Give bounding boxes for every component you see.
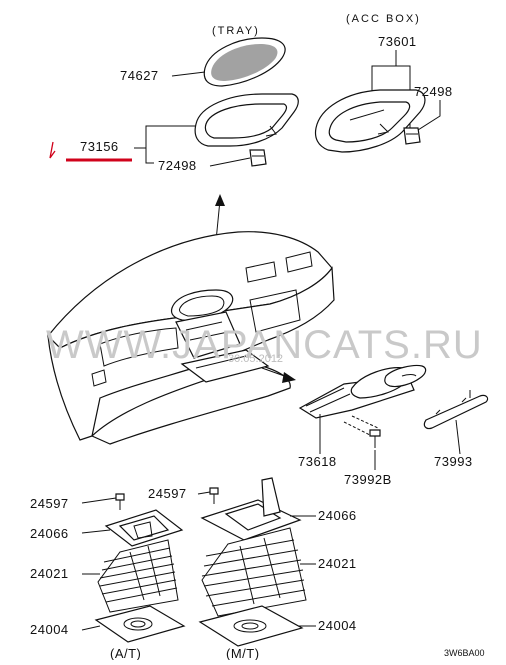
label-24066-left: 24066 [30,526,69,541]
leader-24004-left [81,625,101,631]
watermark-site: WWW.JAPANCATS.RU [46,323,483,367]
leader-73993 [455,419,461,455]
diagram-code: 3W6BA00 [444,648,485,658]
leader-73156-frame [134,125,196,149]
screw-73992b [343,415,381,448]
watermark-date: 30.05.2012 [228,353,283,365]
label-24597-left: 24597 [30,496,69,511]
leader-73601-a [371,50,397,92]
caption-mt: (M/T) [226,646,260,660]
highlight-mark [49,141,56,159]
leader-24597-left [81,497,117,504]
label-24021-right: 24021 [318,556,357,571]
label-24066-right: 24066 [318,508,357,523]
label-24004-right: 24004 [318,618,357,633]
caption-acc-box: (ACC BOX) [346,13,421,25]
label-24004-left: 24004 [30,622,69,637]
caption-tray: (TRAY) [212,25,260,37]
arrow-head-up [215,194,225,206]
label-73156: 73156 [80,139,119,154]
leader-72498-left [209,157,251,167]
at-bolt-24597 [115,493,125,510]
at-boot-24021 [97,539,179,613]
label-74627: 74627 [120,68,159,83]
mt-boot-24021 [201,527,307,617]
leader-73156-clip [145,148,154,164]
mt-bolt-24597 [209,487,219,504]
acc-box-73601 [314,89,426,153]
label-73992b: 73992B [344,472,392,487]
console-panel-73618 [298,364,427,419]
mt-bezel-24066 [200,477,302,541]
label-73993: 73993 [434,454,473,469]
label-73601: 73601 [378,34,417,49]
label-24597-right: 24597 [148,486,187,501]
leader-24597-right [197,491,211,495]
label-73618: 73618 [298,454,337,469]
mt-base-24004 [198,605,304,647]
dashboard [47,231,335,445]
arrow-head-right [282,372,296,383]
label-72498-left: 72498 [158,158,197,173]
caption-at: (A/T) [110,646,141,660]
at-bezel-24066 [104,509,184,547]
label-24021-left: 24021 [30,566,69,581]
clip-72498-left [249,149,267,167]
trim-73993 [423,390,489,430]
at-base-24004 [94,605,186,643]
tray-mat-74627 [203,37,286,87]
tray-frame-73156 [194,93,299,147]
leader-72498-right [417,100,441,131]
clip-72498-right [403,127,421,145]
label-72498-right: 72498 [414,84,453,99]
leader-24066-left [81,529,111,534]
leader-74627 [171,71,206,77]
